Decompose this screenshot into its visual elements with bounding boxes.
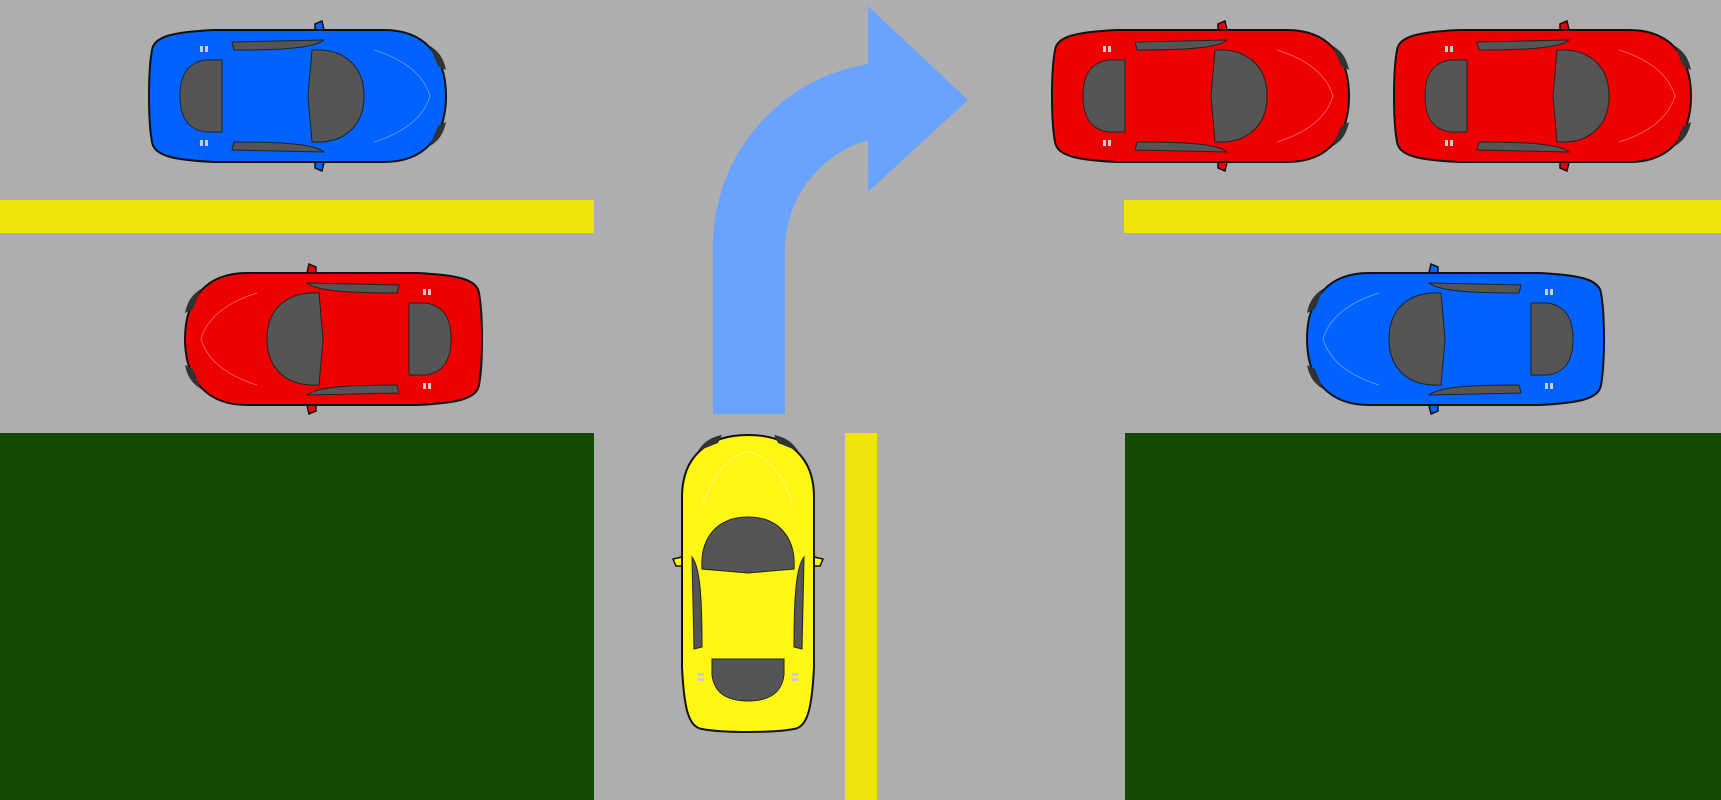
grass-right: [1125, 433, 1721, 800]
lane-line-right: [1124, 200, 1721, 233]
car-blue: [144, 20, 448, 172]
lane-line-left: [0, 200, 594, 233]
car-red: [183, 263, 487, 415]
lane-line-vertical: [845, 433, 877, 800]
car-red: [1389, 20, 1693, 172]
grass-left: [0, 433, 594, 800]
car-red: [1047, 20, 1351, 172]
player-car-yellow[interactable]: [672, 433, 824, 737]
car-blue: [1305, 263, 1609, 415]
